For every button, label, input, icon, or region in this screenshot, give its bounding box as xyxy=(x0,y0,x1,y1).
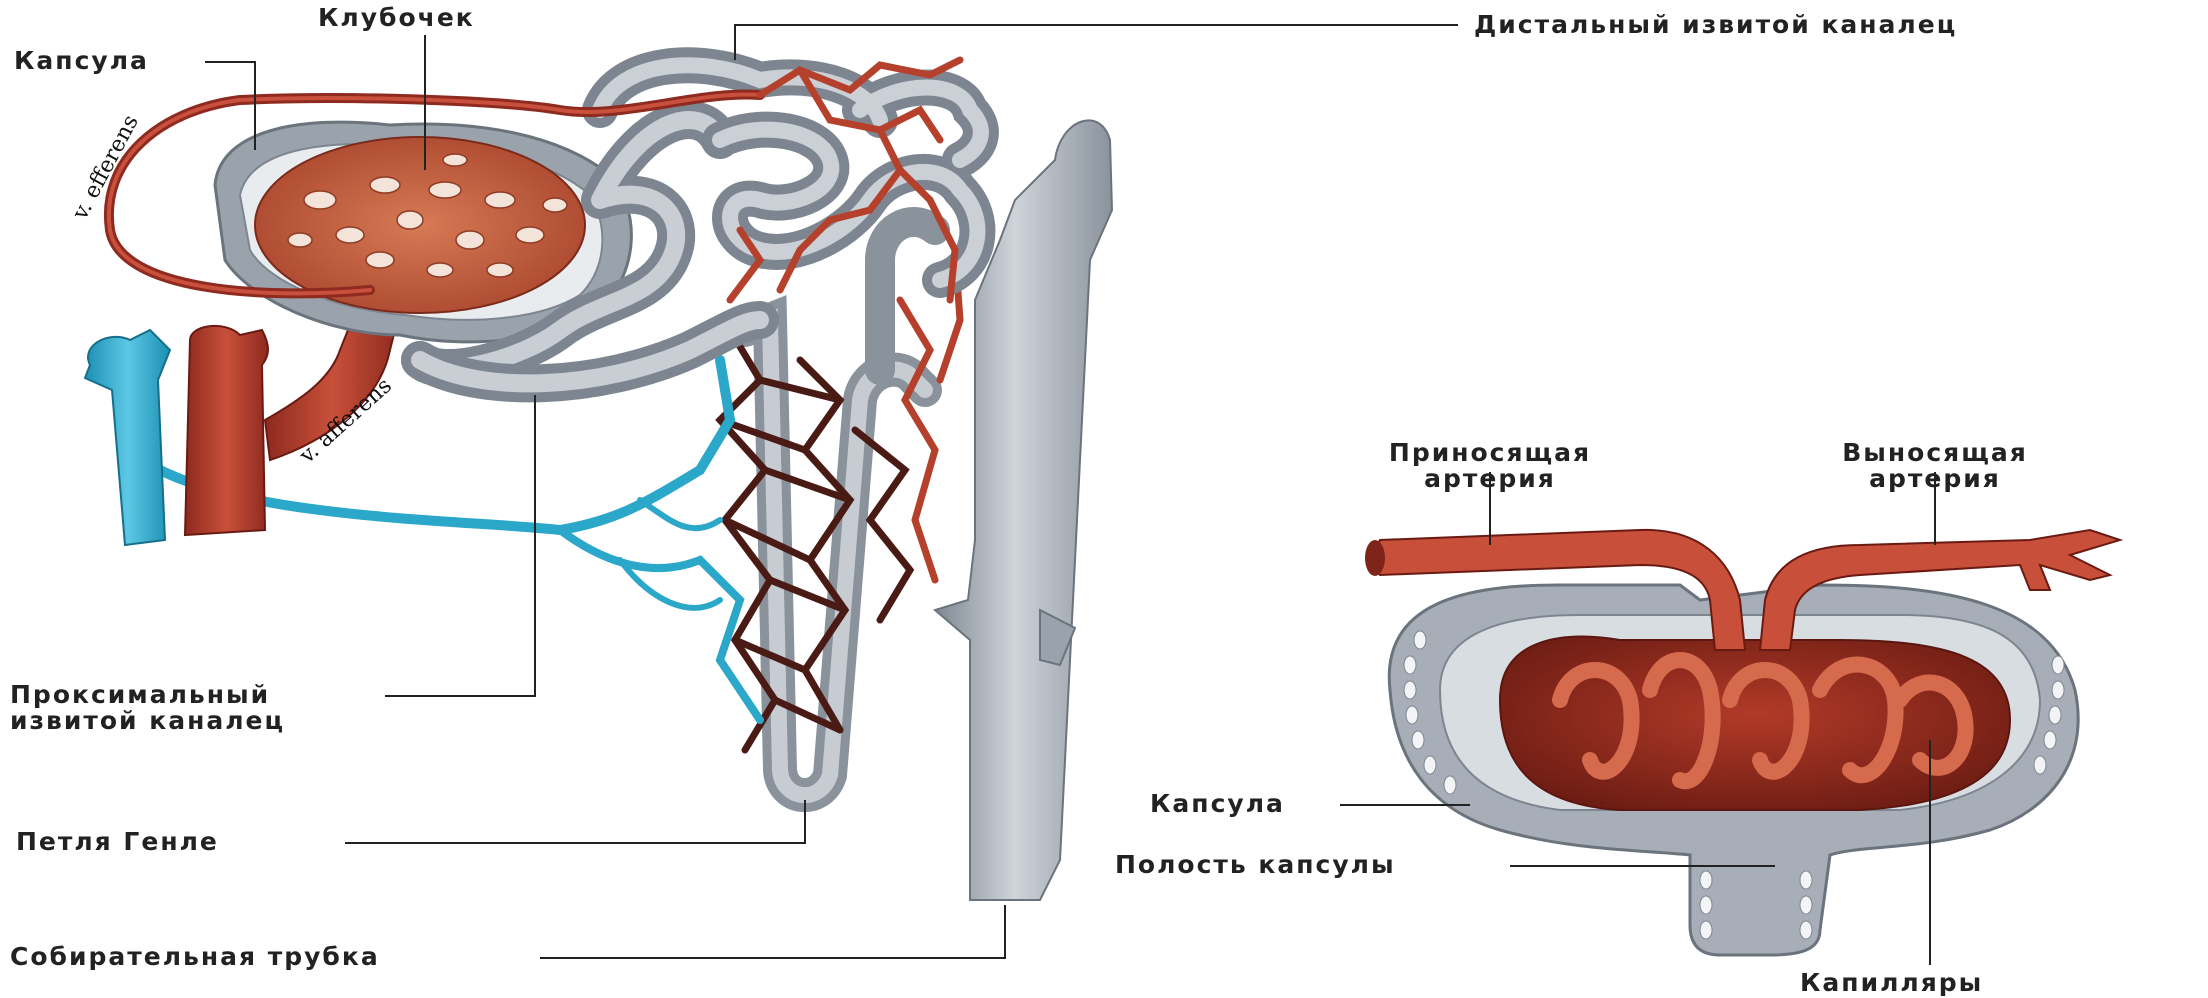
label-capsule-top: Капсула xyxy=(14,48,149,74)
renal-corpuscle xyxy=(1365,530,2120,955)
glomerulus xyxy=(255,137,585,313)
label-proximal-tubule-line1: Проксимальный xyxy=(10,682,285,708)
label-proximal-tubule-line2: извитой каналец xyxy=(10,708,285,734)
label-capsule-bottom: Капсула xyxy=(1150,791,1285,817)
leader-proximal-tubule xyxy=(385,395,535,696)
label-afferent-artery-line1: Приносящая xyxy=(1335,440,1645,466)
nephron xyxy=(85,60,1112,900)
label-efferent-artery-line2: артерия xyxy=(1790,466,2080,492)
label-loop-henle: Петля Генле xyxy=(16,829,219,855)
label-afferent-artery: Приносящая артерия xyxy=(1335,440,1645,493)
leader-collecting-tube xyxy=(540,905,1005,958)
label-efferent-artery: Выносящая артерия xyxy=(1790,440,2080,493)
label-capsule-cavity: Полость капсулы xyxy=(1115,852,1396,878)
vein xyxy=(85,330,170,545)
label-capillaries: Капилляры xyxy=(1800,970,1983,996)
label-proximal-tubule: Проксимальный извитой каналец xyxy=(10,682,285,735)
peritubular-capillaries xyxy=(720,330,910,750)
label-collecting-tube: Собирательная трубка xyxy=(10,944,380,970)
label-glomerulus: Клубочек xyxy=(318,5,475,31)
label-efferent-artery-line1: Выносящая xyxy=(1790,440,2080,466)
label-distal-tubule: Дистальный извитой каналец xyxy=(1474,12,1957,38)
leader-distal-tubule xyxy=(735,25,1458,60)
leader-loop-henle xyxy=(345,800,805,843)
label-afferent-artery-line2: артерия xyxy=(1335,466,1645,492)
